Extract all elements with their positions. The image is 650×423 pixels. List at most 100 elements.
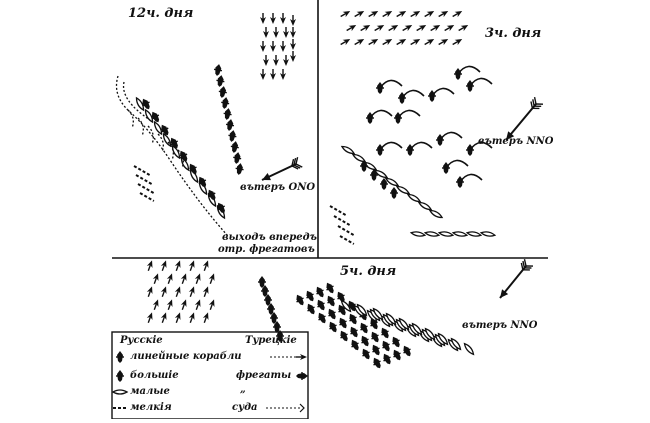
ship-of-the-line-marker bbox=[304, 289, 317, 303]
panel-1-note-line1: выходъ впередъ bbox=[222, 232, 317, 243]
frigate-marker bbox=[437, 36, 450, 47]
frigate-marker bbox=[173, 311, 182, 323]
frigate-marker bbox=[296, 354, 307, 360]
hollow-ship-marker bbox=[396, 185, 410, 195]
frigate-marker bbox=[201, 311, 210, 323]
ship-of-the-line-marker bbox=[235, 162, 245, 175]
frigate-marker bbox=[151, 272, 160, 284]
frigate-marker bbox=[159, 285, 168, 297]
small-vessel-marker bbox=[338, 226, 355, 236]
panel-2-turn-arrow bbox=[432, 88, 454, 96]
frigate-marker bbox=[187, 311, 196, 323]
ship-of-the-line-marker bbox=[379, 326, 392, 340]
frigate-marker bbox=[270, 69, 276, 80]
frigate-marker bbox=[283, 27, 289, 38]
frigate-marker bbox=[401, 22, 414, 33]
frigate-marker bbox=[387, 22, 400, 33]
frigate-marker bbox=[451, 36, 464, 47]
frigate-marker bbox=[260, 13, 266, 24]
ship-of-the-line-marker bbox=[338, 329, 351, 343]
ship-markers bbox=[113, 8, 495, 408]
ship-of-the-line-marker bbox=[220, 96, 230, 109]
ship-of-the-line-marker bbox=[381, 352, 394, 366]
panel-3-wind-label: вътеръ NNO bbox=[462, 320, 538, 331]
frigate-marker bbox=[179, 298, 188, 310]
frigate-marker bbox=[263, 55, 269, 66]
panel-2-turn-arrow bbox=[446, 160, 468, 168]
frigate-marker bbox=[367, 8, 380, 19]
ship-of-the-line-marker bbox=[347, 312, 360, 326]
panel-2-turn-arrow bbox=[398, 110, 420, 118]
legend-row-4-left: мелкiя bbox=[130, 402, 172, 413]
frigate-marker bbox=[359, 22, 372, 33]
panel-2-turn-arrow bbox=[470, 78, 492, 86]
ship-of-the-line-marker bbox=[116, 370, 124, 382]
frigate-marker bbox=[345, 22, 358, 33]
panel-1-wake-curl bbox=[158, 134, 163, 152]
legend-header-russian: Русскiе bbox=[120, 335, 163, 346]
ship-of-the-line-marker bbox=[390, 335, 403, 349]
ship-of-the-line-marker bbox=[348, 325, 361, 339]
frigate-marker bbox=[260, 69, 266, 80]
frigate-marker bbox=[260, 41, 266, 52]
panel-2-wind-label: вътеръ NNO bbox=[478, 136, 554, 147]
frigate-marker bbox=[193, 298, 202, 310]
ship-of-the-line-marker bbox=[305, 302, 318, 316]
ship-of-the-line-marker bbox=[326, 307, 339, 321]
small-vessel-marker bbox=[134, 166, 150, 175]
panel-2-turn-arrow bbox=[380, 80, 402, 88]
ship-of-the-line-marker bbox=[225, 118, 235, 131]
frigate-marker bbox=[443, 22, 456, 33]
frigate-marker bbox=[145, 311, 154, 323]
frigate-marker bbox=[367, 36, 380, 47]
ship-of-the-line-marker bbox=[359, 334, 372, 348]
small-vessel-marker bbox=[340, 236, 354, 244]
panel-2-turn-arrow bbox=[370, 110, 392, 118]
frigate-marker bbox=[280, 69, 286, 80]
frigate-marker bbox=[151, 298, 160, 310]
hollow-ship-marker bbox=[418, 201, 432, 211]
ship-of-the-line-marker bbox=[116, 351, 124, 363]
ship-of-the-line-marker bbox=[349, 338, 362, 352]
frigate-marker bbox=[165, 298, 174, 310]
frigate-marker bbox=[173, 259, 182, 271]
frigate-marker bbox=[373, 22, 386, 33]
ship-of-the-line-marker bbox=[391, 348, 404, 362]
frigate-marker bbox=[339, 36, 352, 47]
ship-of-the-line-marker bbox=[327, 320, 340, 334]
frigate-marker bbox=[145, 285, 154, 297]
ship-of-the-line-marker bbox=[294, 293, 307, 307]
hollow-ship-marker bbox=[407, 193, 421, 203]
hollow-ship-marker bbox=[463, 342, 475, 355]
frigate-marker bbox=[273, 55, 279, 66]
ship-of-the-line-marker bbox=[360, 160, 368, 172]
ship-of-the-line-marker bbox=[371, 356, 384, 370]
legend-row-2-right: фрегаты bbox=[236, 370, 291, 381]
ship-of-the-line-marker bbox=[218, 85, 228, 98]
frigate-marker bbox=[395, 36, 408, 47]
frigate-marker bbox=[290, 39, 296, 50]
panel-1-wake-path bbox=[117, 76, 229, 236]
ship-of-the-line-marker bbox=[370, 343, 383, 357]
ship-of-the-line-marker bbox=[337, 316, 350, 330]
frigate-marker bbox=[283, 55, 289, 66]
small-vessel-marker bbox=[330, 206, 347, 216]
hollow-ship-marker bbox=[341, 145, 355, 155]
frigate-marker bbox=[270, 13, 276, 24]
hollow-ship-marker bbox=[113, 390, 127, 394]
panel-3-wind-arrow bbox=[500, 259, 533, 298]
frigate-marker bbox=[429, 22, 442, 33]
legend-row-1-label: линейные корабли bbox=[130, 351, 242, 362]
panel-1-title: 12ч. дня bbox=[128, 6, 193, 21]
frigate-marker bbox=[381, 36, 394, 47]
ship-of-the-line-marker bbox=[315, 298, 328, 312]
frigate-marker bbox=[423, 8, 436, 19]
hollow-ship-marker bbox=[481, 231, 495, 237]
frigate-marker bbox=[290, 51, 296, 62]
frigate-marker bbox=[409, 8, 422, 19]
frigate-marker bbox=[381, 8, 394, 19]
frigate-marker bbox=[179, 272, 188, 284]
panel-2-turn-arrow bbox=[402, 90, 424, 98]
ship-of-the-line-marker bbox=[232, 151, 242, 164]
frigate-marker bbox=[201, 285, 210, 297]
